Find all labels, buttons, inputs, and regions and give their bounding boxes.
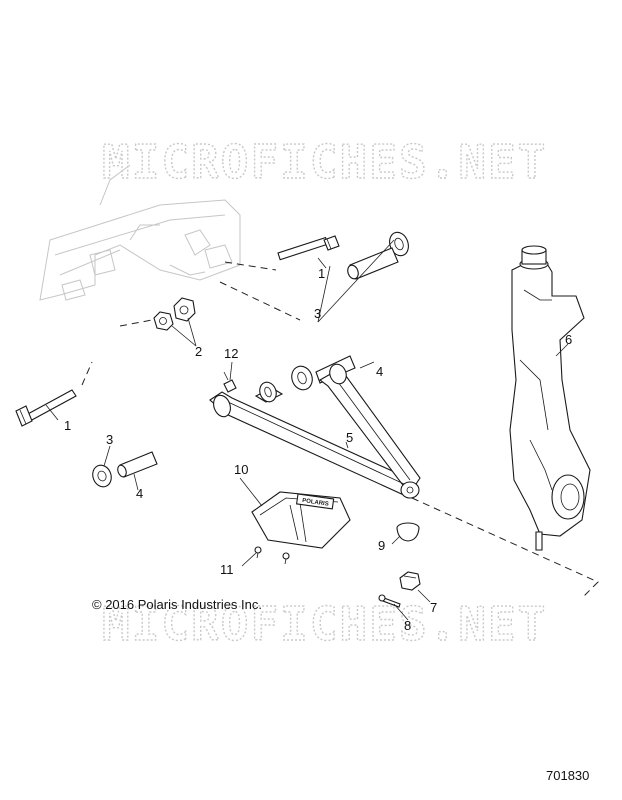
callout-5: 5 — [346, 430, 353, 445]
bushing-lower — [92, 464, 112, 488]
cotter-pin — [378, 594, 401, 608]
clip-12 — [223, 371, 237, 393]
chassis-frame — [39, 164, 241, 301]
callout-11: 11 — [220, 562, 234, 577]
axis-upper-mount — [219, 281, 301, 321]
callout-3-upper: 3 — [314, 306, 321, 321]
guard-brand: POLARIS — [302, 498, 329, 508]
axis-nut — [119, 319, 153, 327]
axis-lower-bolt — [81, 361, 93, 386]
bushing-a-arm — [259, 381, 277, 403]
screw-1 — [254, 546, 262, 559]
a-arm-guard: POLARIS — [251, 491, 351, 549]
callout-4-lower: 4 — [136, 486, 143, 501]
callout-10: 10 — [234, 462, 248, 477]
callout-3-lower: 3 — [106, 432, 113, 447]
axis-upper-bolt — [224, 261, 277, 271]
bolt-upper — [277, 235, 340, 261]
bushing-upper-right — [389, 231, 409, 257]
screw-2 — [282, 552, 290, 565]
watermark-top: MICROFICHES.NET — [102, 135, 547, 189]
callout-8: 8 — [404, 618, 411, 633]
nut-2 — [173, 297, 196, 322]
copyright-notice: © 2016 Polaris Industries Inc. — [92, 597, 262, 612]
steering-knuckle — [509, 245, 591, 551]
bushing-upper-left — [291, 365, 313, 391]
callout-9: 9 — [378, 538, 385, 553]
leader-lines — [45, 239, 569, 621]
sleeve-lower — [117, 451, 158, 478]
nut-1 — [153, 311, 174, 331]
a-arm — [209, 363, 421, 499]
callout-7: 7 — [430, 600, 437, 615]
callout-2: 2 — [195, 344, 202, 359]
dust-cap — [396, 522, 420, 542]
callout-1-upper: 1 — [318, 266, 325, 281]
callout-12: 12 — [224, 346, 238, 361]
castle-nut — [399, 571, 421, 591]
callout-1-lower: 1 — [64, 418, 71, 433]
callout-6: 6 — [565, 332, 572, 347]
sleeve-upper — [347, 247, 399, 280]
axis-ball-joint — [411, 497, 599, 599]
figure-number: 701830 — [546, 768, 589, 783]
watermark-bottom: MICROFICHES.NET — [102, 597, 547, 651]
callout-4-upper: 4 — [376, 364, 383, 379]
bolt-lower — [15, 389, 77, 427]
